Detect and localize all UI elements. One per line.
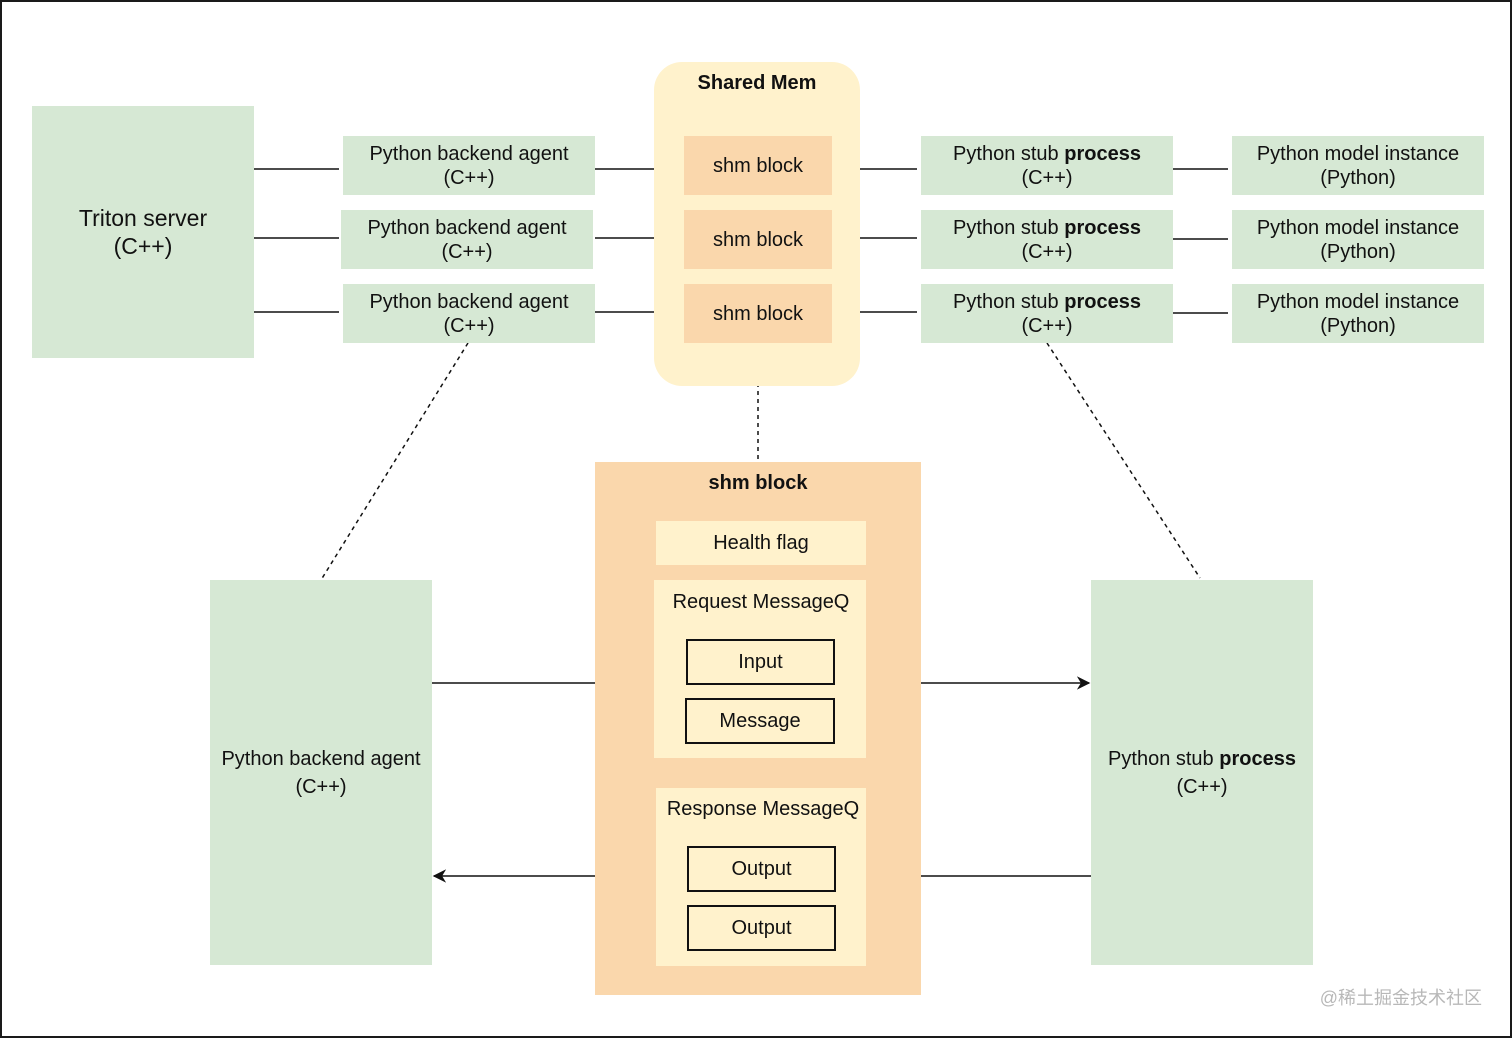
- model-instance-lang: (Python): [1320, 314, 1396, 337]
- input-label: Input: [738, 650, 783, 673]
- watermark: @稀土掘金技术社区: [1319, 988, 1482, 1008]
- dashed-zoom-line: [320, 342, 469, 581]
- request-queue: [654, 580, 866, 758]
- model-instance-label: Python model instance: [1256, 290, 1460, 313]
- backend-agent-label: Python backend agent: [367, 216, 567, 239]
- message-box: Message: [685, 698, 835, 744]
- output-message-box: Output: [687, 905, 836, 951]
- triton-server-box: Triton server (C++): [32, 106, 254, 358]
- model-instance-lang: (Python): [1320, 240, 1396, 263]
- backend-agent-lang: (C++): [441, 240, 493, 263]
- stub-process-box: Python stub process (C++): [921, 136, 1173, 195]
- backend-agent-box: Python backend agent (C++): [343, 136, 595, 195]
- stub-process-detail-box: Python stub process (C++): [1091, 580, 1313, 965]
- model-instance-label: Python model instance: [1256, 142, 1460, 165]
- backend-agent-label: Python backend agent: [369, 290, 569, 313]
- triton-server-label: Triton server: [78, 205, 208, 231]
- message-label: Message: [719, 709, 801, 732]
- backend-agent-box: Python backend agent (C++): [343, 284, 595, 343]
- backend-agent-detail-label: Python backend agent: [221, 747, 421, 770]
- output-message-box: Output: [687, 846, 836, 892]
- backend-agent-lang: (C++): [443, 166, 495, 189]
- shm-block-label: shm block: [712, 302, 804, 325]
- shared-mem-title: Shared Mem: [697, 72, 817, 94]
- model-instance-box: Python model instance (Python): [1232, 136, 1484, 195]
- stub-process-label: Python stub process: [953, 216, 1141, 239]
- model-instance-lang: (Python): [1320, 166, 1396, 189]
- stub-process-label: Python stub process: [953, 142, 1141, 165]
- model-instance-label: Python model instance: [1256, 216, 1460, 239]
- stub-process-box: Python stub process (C++): [921, 284, 1173, 343]
- stub-process-label: Python stub process: [953, 290, 1141, 313]
- triton-server-lang: (C++): [113, 233, 173, 259]
- shm-block: shm block: [684, 284, 832, 343]
- stub-process-lang: (C++): [1021, 314, 1073, 337]
- health-flag-label: Health flag: [713, 532, 809, 554]
- output-label: Output: [731, 916, 792, 939]
- backend-agent-detail-lang: (C++): [295, 775, 347, 798]
- input-message-box: Input: [686, 639, 835, 685]
- shm-block: shm block: [684, 136, 832, 195]
- dashed-zoom-line: [1046, 342, 1201, 579]
- backend-agent-box: Python backend agent (C++): [341, 210, 593, 269]
- response-queue-title: Response MessageQ: [666, 798, 860, 820]
- model-instance-box: Python model instance (Python): [1232, 210, 1484, 269]
- shm-block-label: shm block: [712, 154, 804, 177]
- shm-block: shm block: [684, 210, 832, 269]
- health-flag: Health flag: [656, 521, 866, 565]
- stub-process-lang: (C++): [1021, 240, 1073, 263]
- stub-process-box: Python stub process (C++): [921, 210, 1173, 269]
- model-instance-box: Python model instance (Python): [1232, 284, 1484, 343]
- shm-block-detail-title: shm block: [708, 472, 808, 494]
- backend-agent-detail-box: Python backend agent (C++): [210, 580, 432, 965]
- backend-agent-label: Python backend agent: [369, 142, 569, 165]
- output-label: Output: [731, 857, 792, 880]
- stub-process-lang: (C++): [1021, 166, 1073, 189]
- request-queue-title: Request MessageQ: [672, 591, 850, 613]
- shm-block-label: shm block: [712, 228, 804, 251]
- stub-process-detail-lang: (C++): [1176, 775, 1228, 798]
- stub-process-detail-label: Python stub process: [1108, 747, 1296, 770]
- response-queue: [656, 788, 866, 966]
- backend-agent-lang: (C++): [443, 314, 495, 337]
